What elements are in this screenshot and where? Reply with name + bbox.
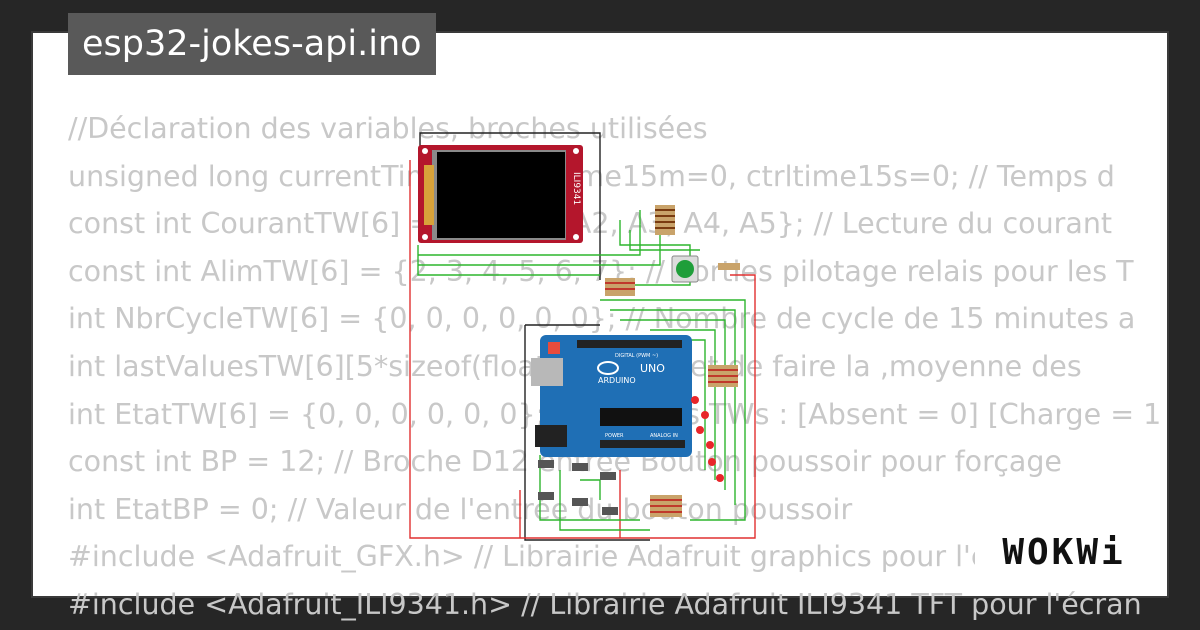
code-line: const int AlimTW[6] = {2, 3, 4, 5, 6, 7}… — [68, 254, 1134, 288]
resistor-array — [605, 205, 740, 517]
wokwi-logo: WOKWi — [975, 524, 1153, 580]
black-wires — [419, 132, 650, 541]
digital-header-label: DIGITAL (PWM ~) — [615, 353, 658, 359]
power-header-label: POWER — [605, 433, 624, 439]
push-button — [671, 255, 699, 283]
code-line: const int CourantTW[6] = {A0, A1, A2, A3… — [68, 207, 1113, 241]
arduino-uno-board: ARDUINO UNO DIGITAL (PWM ~) ANALOG IN PO… — [531, 335, 692, 457]
board-model: UNO — [640, 362, 665, 375]
code-line: unsigned long currentTime=0, ctrltime15m… — [68, 159, 1115, 193]
board-brand: ARDUINO — [598, 376, 636, 385]
ili9341-display: ILI9341 — [418, 145, 583, 243]
green-wires — [417, 210, 746, 531]
sketch-title: esp32-jokes-api.ino — [68, 13, 436, 75]
code-line: #include <Adafruit_GFX.h> // Librairie A… — [68, 540, 1119, 574]
red-wires — [409, 160, 756, 539]
leds — [691, 396, 724, 482]
wokwi-logo-text: WOKWi — [1002, 531, 1126, 573]
analog-header-label: ANALOG IN — [650, 433, 678, 439]
code-line: #include <Adafruit_ILI9341.h> // Librair… — [68, 587, 1142, 621]
code-line: int NbrCycleTW[6] = {0, 0, 0, 0, 0, 0}; … — [68, 302, 1136, 336]
slide-switches — [538, 460, 618, 515]
display-label: ILI9341 — [571, 172, 581, 205]
code-line: //Déclaration des variables, broches uti… — [68, 112, 708, 145]
